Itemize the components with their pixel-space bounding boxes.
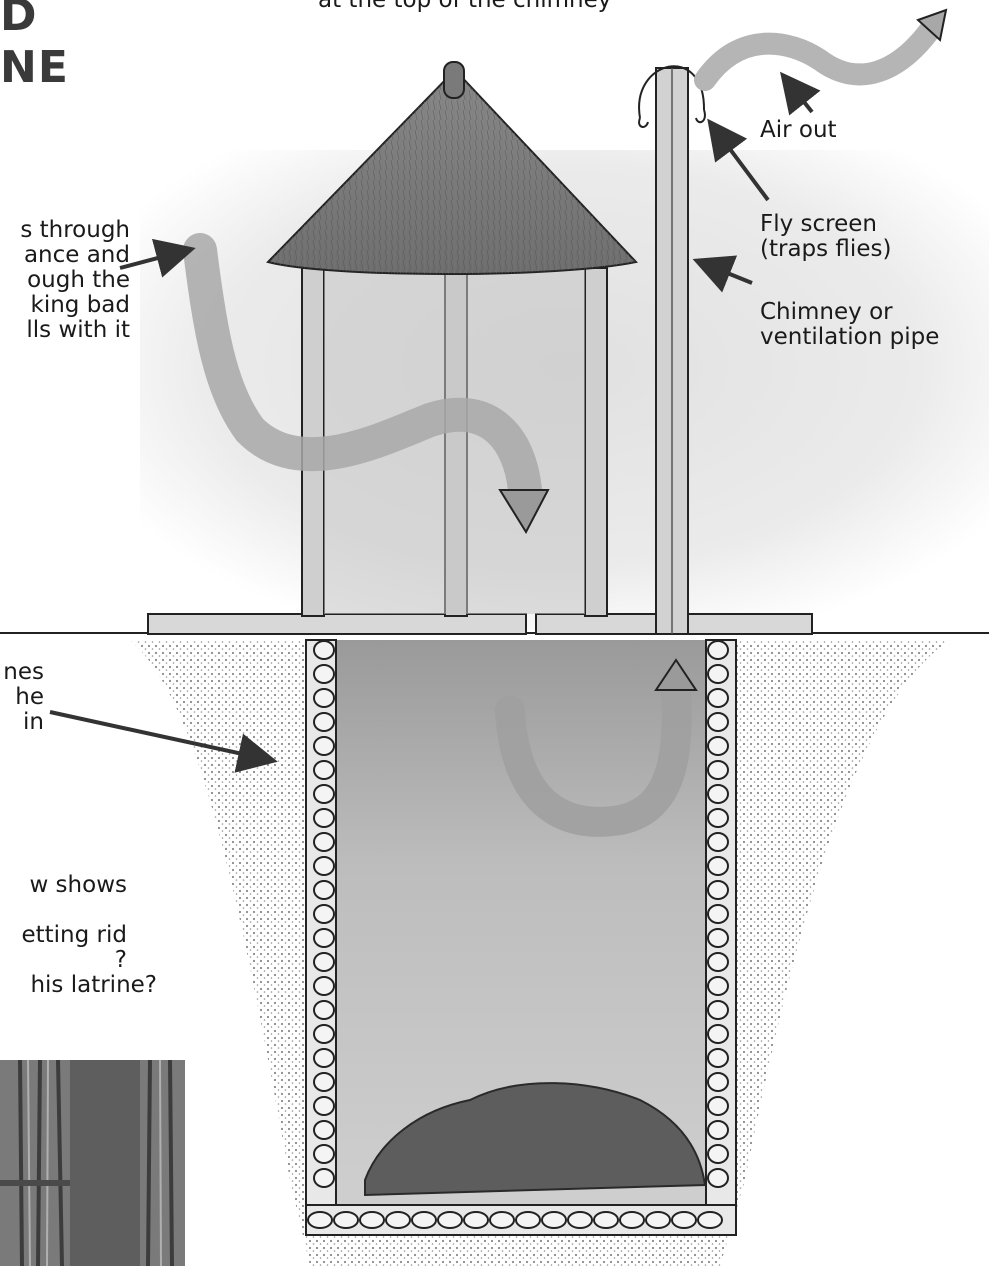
question-line-4: his latrine?	[0, 973, 157, 998]
title-line-2: NE	[0, 42, 69, 94]
lining-stone	[708, 1169, 728, 1187]
label-stones: nes he in	[0, 660, 44, 735]
lining-stone	[314, 713, 334, 731]
lining-stone	[334, 1212, 358, 1228]
questions-block: w shows etting rid ? his latrine?	[0, 873, 127, 998]
question-line-1: w shows	[0, 873, 127, 898]
lining-stone	[708, 905, 728, 923]
lining-stone	[386, 1212, 410, 1228]
label-chimney: Chimney or ventilation pipe	[760, 300, 939, 350]
photo-reeds	[0, 1060, 185, 1266]
label-air-in-line-3: ough the	[0, 268, 130, 293]
lining-stone	[568, 1212, 592, 1228]
label-chimney-line-2: ventilation pipe	[760, 325, 939, 350]
air-out-flow	[705, 30, 930, 80]
lining-stone	[708, 929, 728, 947]
lining-stone	[708, 737, 728, 755]
lining-stone	[708, 785, 728, 803]
lining-stone	[314, 665, 334, 683]
label-chimney-line-1: Chimney or	[760, 300, 939, 325]
lining-stone	[708, 1049, 728, 1067]
lining-stone	[542, 1212, 566, 1228]
label-fly-screen: Fly screen (traps flies)	[760, 212, 891, 262]
lining-stone	[314, 1025, 334, 1043]
lining-stone	[708, 1145, 728, 1163]
shelter-post-right	[585, 268, 607, 616]
lining-stone	[314, 785, 334, 803]
lining-stone	[314, 977, 334, 995]
lining-stone	[314, 1049, 334, 1067]
lining-stone	[360, 1212, 384, 1228]
lining-stone	[314, 881, 334, 899]
lining-stone	[708, 689, 728, 707]
lining-stone	[516, 1212, 540, 1228]
lining-stone	[708, 641, 728, 659]
lining-stone	[314, 1145, 334, 1163]
lining-stone	[314, 809, 334, 827]
lining-stone	[314, 641, 334, 659]
lining-stone	[308, 1212, 332, 1228]
title-line-1: D	[0, 0, 69, 42]
label-air-out: Air out	[760, 118, 837, 143]
lining-stone	[698, 1212, 722, 1228]
roof-finial	[444, 62, 464, 98]
lining-stone	[412, 1212, 436, 1228]
lining-stone	[464, 1212, 488, 1228]
pointer-air-out	[785, 78, 812, 112]
lining-stone	[672, 1212, 696, 1228]
lining-stone	[708, 1097, 728, 1115]
lining-stone	[708, 1001, 728, 1019]
lining-stone	[314, 1073, 334, 1091]
lining-stone	[646, 1212, 670, 1228]
lining-stone	[314, 1001, 334, 1019]
lining-stone	[314, 833, 334, 851]
fly-screen-hook-right	[696, 110, 705, 122]
lining-stone	[708, 857, 728, 875]
lining-stone	[314, 929, 334, 947]
lining-stone	[314, 737, 334, 755]
lining-stone	[314, 1097, 334, 1115]
floor-slab-left	[148, 614, 526, 634]
lining-stone	[314, 953, 334, 971]
label-air-in-line-4: king bad	[0, 293, 130, 318]
lining-stone	[314, 1121, 334, 1139]
lining-stone	[314, 857, 334, 875]
label-stones-line-1: nes	[0, 660, 44, 685]
lining-stone	[438, 1212, 462, 1228]
label-stones-line-3: in	[0, 710, 44, 735]
fly-screen-hook-left	[639, 118, 648, 127]
lining-stone	[708, 665, 728, 683]
page-title: D NE	[0, 0, 69, 94]
lining-stone	[708, 713, 728, 731]
lining-stone	[314, 1169, 334, 1187]
lining-stone	[708, 881, 728, 899]
lining-stone	[708, 977, 728, 995]
lining-stone	[490, 1212, 514, 1228]
top-caption: at the top of the chimney	[318, 0, 611, 13]
label-air-in-line-5: lls with it	[0, 318, 130, 343]
lining-stone	[708, 809, 728, 827]
lining-stone	[708, 953, 728, 971]
lining-stone	[594, 1212, 618, 1228]
label-air-in-line-2: ance and	[0, 243, 130, 268]
lining-stone	[708, 833, 728, 851]
label-fly-screen-line-2: (traps flies)	[760, 237, 891, 262]
lining-stone	[620, 1212, 644, 1228]
lining-stone	[708, 1025, 728, 1043]
lining-stone	[314, 905, 334, 923]
question-line-2: etting rid	[0, 923, 127, 948]
lining-stone	[708, 1121, 728, 1139]
latrine-photo	[0, 1060, 185, 1266]
label-air-in-line-1: s through	[0, 218, 130, 243]
lining-stone	[708, 1073, 728, 1091]
question-line-3: ?	[0, 948, 127, 973]
lining-stone	[708, 761, 728, 779]
label-fly-screen-line-1: Fly screen	[760, 212, 891, 237]
lining-stone	[314, 689, 334, 707]
lining-stone	[314, 761, 334, 779]
label-air-in: s through ance and ough the king bad lls…	[0, 218, 130, 343]
label-stones-line-2: he	[0, 685, 44, 710]
